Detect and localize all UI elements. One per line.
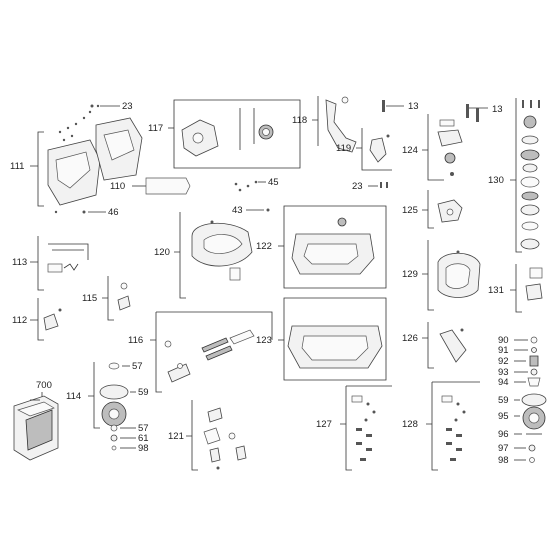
callout-120[interactable]: 120: [154, 247, 170, 258]
callout-700[interactable]: 700: [36, 380, 52, 391]
callout-59-left[interactable]: 59: [138, 387, 149, 398]
callout-98-right[interactable]: 98: [498, 455, 509, 466]
group-131-cap: 131: [488, 264, 543, 313]
callout-group-23-mid: 23: [352, 181, 388, 192]
callout-group-43: 43: [232, 205, 270, 216]
group-130-motor-column: 130: [488, 98, 540, 253]
callout-group-23-top: 23: [90, 101, 133, 112]
callout-59-right[interactable]: 59: [498, 395, 509, 406]
callout-97[interactable]: 97: [498, 443, 509, 454]
callout-129[interactable]: 129: [402, 269, 418, 280]
group-700-carry-case: 700: [13, 380, 59, 461]
callout-114[interactable]: 114: [66, 391, 81, 402]
group-120-guard: 120: [154, 212, 253, 299]
callout-45[interactable]: 45: [268, 177, 279, 188]
group-129-guard-right: 129: [402, 240, 481, 311]
callout-110[interactable]: 110: [110, 181, 125, 192]
callout-112[interactable]: 112: [12, 315, 27, 326]
group-127-hardware: 127: [316, 385, 392, 471]
group-121-clamp-parts: 121: [168, 400, 247, 471]
callout-113[interactable]: 113: [12, 257, 27, 268]
callout-13-b[interactable]: 13: [492, 104, 503, 115]
callout-23-top[interactable]: 23: [122, 101, 133, 112]
callout-13-a[interactable]: 13: [408, 101, 419, 112]
callout-90[interactable]: 90: [498, 335, 509, 346]
group-123-blade-guard: 123: [256, 297, 387, 381]
callout-93[interactable]: 93: [498, 367, 509, 378]
callout-94[interactable]: 94: [498, 377, 509, 388]
callout-131[interactable]: 131: [488, 285, 504, 296]
callout-91[interactable]: 91: [498, 345, 509, 356]
callout-43[interactable]: 43: [232, 205, 243, 216]
callout-group-45: 45: [234, 177, 279, 192]
callout-119[interactable]: 119: [336, 143, 351, 154]
group-124-guide: 124: [402, 114, 463, 181]
callout-127[interactable]: 127: [316, 419, 332, 430]
callout-23-mid[interactable]: 23: [352, 181, 363, 192]
group-128-hardware: 128: [402, 381, 480, 471]
group-112-lock: 112: [12, 298, 62, 341]
group-126-shield: 126: [402, 322, 467, 369]
screw-dots-111: [54, 104, 100, 214]
group-114-fan-stack: 114 57 59 57 61 98: [66, 361, 149, 454]
callout-61[interactable]: 61: [138, 433, 149, 444]
callout-46[interactable]: 46: [108, 207, 119, 218]
callout-98-left[interactable]: 98: [138, 443, 149, 454]
callout-group-13-a: 13: [382, 100, 419, 112]
callout-96[interactable]: 96: [498, 429, 509, 440]
group-125-clip: 125: [402, 190, 463, 229]
group-113-switch: 113: [12, 236, 89, 291]
callout-57-bottom[interactable]: 57: [138, 423, 149, 434]
group-116-blade-bar: 116: [128, 311, 273, 393]
callout-group-13-b: 13: [466, 104, 503, 122]
callout-123[interactable]: 123: [256, 335, 272, 346]
callout-95[interactable]: 95: [498, 411, 509, 422]
group-110-label: 110: [110, 177, 191, 195]
callout-group-46: 46: [82, 207, 119, 218]
callout-130[interactable]: 130: [488, 175, 504, 186]
callout-118[interactable]: 118: [292, 115, 307, 126]
small-parts-right: 90 91 92 93 94 59 95 96 97 98: [498, 335, 547, 466]
callout-126[interactable]: 126: [402, 333, 418, 344]
callout-128[interactable]: 128: [402, 419, 418, 430]
callout-92[interactable]: 92: [498, 356, 509, 367]
callout-125[interactable]: 125: [402, 205, 418, 216]
group-119-bracket: 119: [336, 128, 392, 171]
callout-124[interactable]: 124: [402, 145, 418, 156]
group-117-gearbox: 117: [148, 99, 301, 169]
callout-57-top[interactable]: 57: [132, 361, 143, 372]
callout-111[interactable]: 111: [10, 161, 24, 172]
callout-117[interactable]: 117: [148, 123, 163, 134]
callout-115[interactable]: 115: [82, 293, 97, 304]
group-111-housing: 111: [10, 104, 143, 214]
callout-116[interactable]: 116: [128, 335, 143, 346]
callout-122[interactable]: 122: [256, 241, 272, 252]
group-118-lever: 118: [292, 96, 357, 153]
callout-121[interactable]: 121: [168, 431, 184, 442]
group-115-trigger: 115: [82, 276, 131, 321]
group-122-frame: 122: [256, 205, 387, 289]
